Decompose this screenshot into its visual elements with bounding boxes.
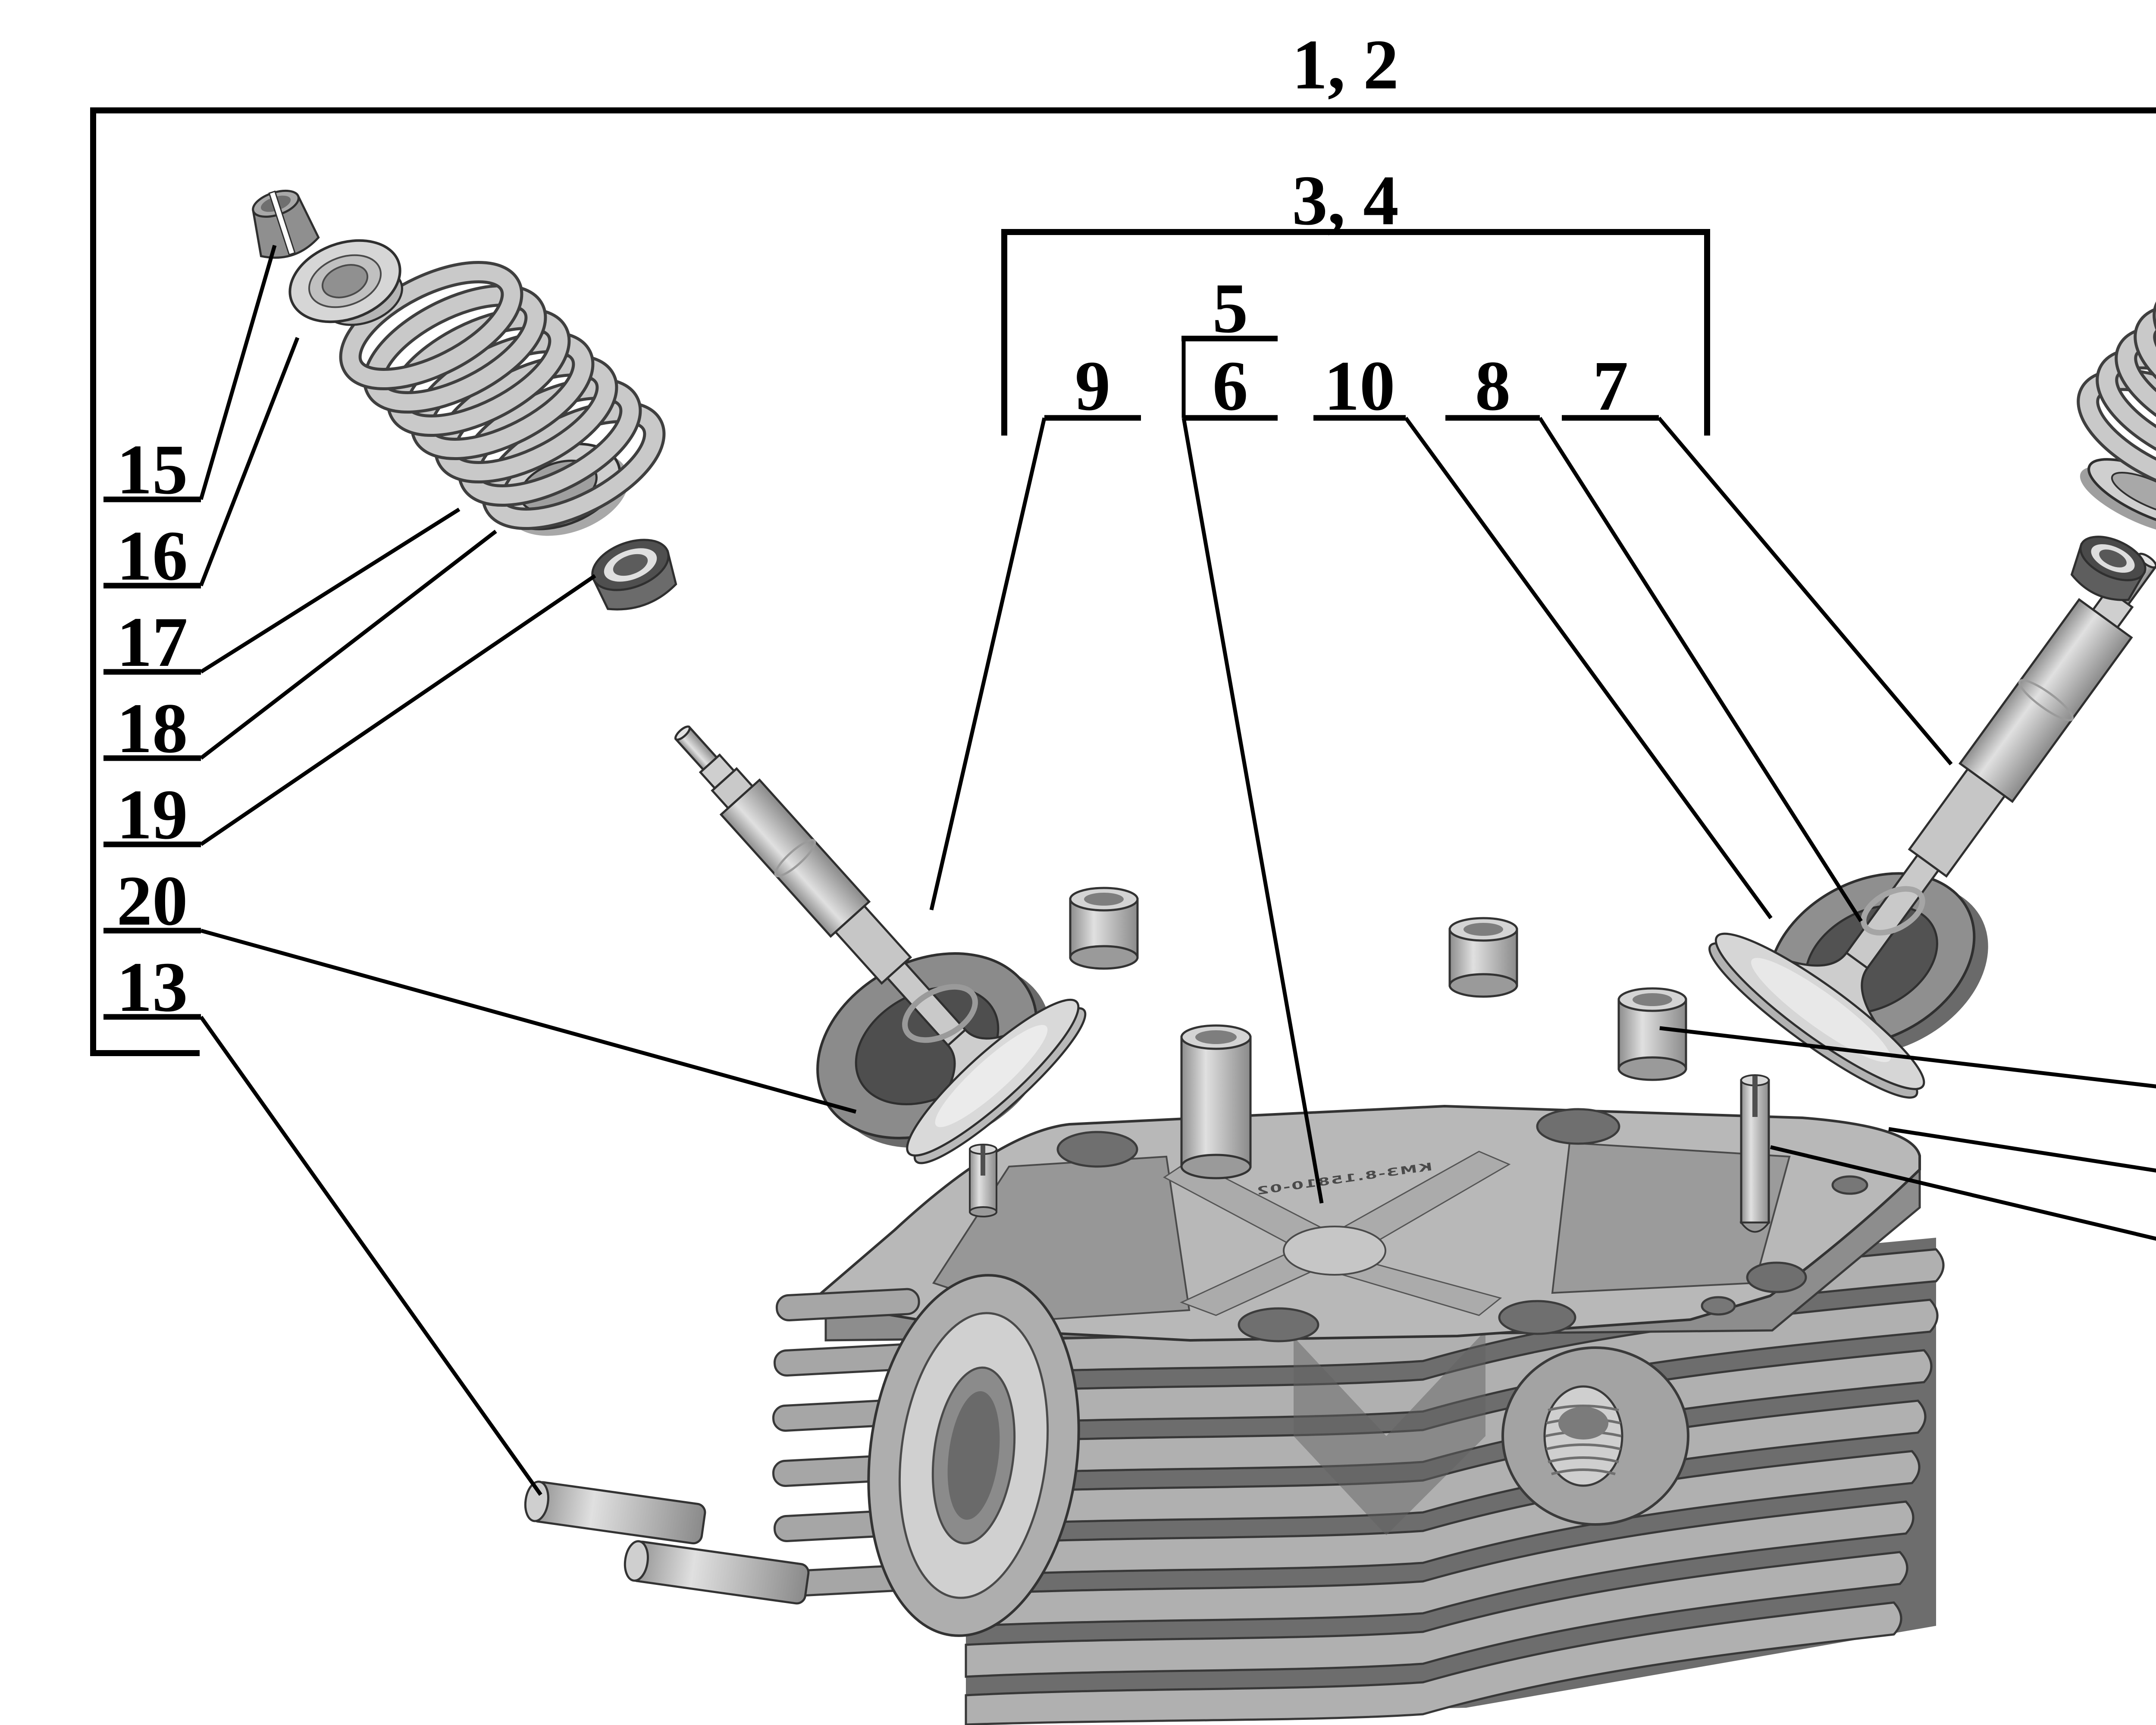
leader-line-15 (199, 245, 277, 500)
fin-valley-notch (1294, 1330, 1485, 1535)
head-stud-1 (524, 1480, 706, 1545)
leader-line-20 (200, 928, 857, 1114)
pin-slot (981, 1145, 985, 1176)
leader-line-6 (1181, 417, 1324, 1204)
slotted-locating-pin (1739, 1074, 1771, 1233)
leader-line-18 (200, 530, 497, 760)
callout-label-20: 20 (117, 861, 188, 940)
callout-label-6: 6 (1213, 346, 1248, 425)
valve-guide-bushing-11 (1617, 987, 1687, 1081)
bore-shadow (1558, 1407, 1608, 1440)
spring-retainer-cap (288, 239, 403, 326)
fin-8 (965, 1601, 1902, 1725)
callout-label-13: 13 (117, 947, 188, 1026)
callout-label-9: 9 (1075, 346, 1111, 425)
bracket-1-2 (90, 107, 2156, 1056)
leader-line-9 (929, 417, 1047, 911)
callout-label-18: 18 (117, 689, 188, 768)
spring-seat-washer-right (2080, 458, 2156, 536)
leader-line-8 (1538, 417, 1863, 922)
cooling-fins (965, 1248, 1945, 1725)
leader-line-16 (199, 337, 300, 586)
leader-line-11 (1659, 1026, 2156, 1088)
callout-label-15: 15 (117, 430, 188, 509)
spark-plug-boss (1501, 1346, 1689, 1526)
callout-layer: 1, 23, 4569108715161718192013111214 (90, 25, 2156, 1496)
leader-line-13 (199, 1016, 542, 1496)
valve-stem-seal-right (2070, 536, 2147, 601)
callout-label-5: 5 (1213, 269, 1248, 348)
collet-slot (268, 190, 296, 256)
leader-line-14 (1770, 1145, 2156, 1241)
leader-line-7 (1657, 417, 1953, 765)
valve-guide-bushing-a (1069, 887, 1139, 970)
pin-slot (1752, 1076, 1758, 1117)
valve-collet (252, 189, 320, 259)
intake-port-flange (867, 1274, 1080, 1637)
intake-valve (674, 725, 1087, 1164)
bracket-3-4 (1001, 229, 1710, 436)
valve-stem-seal (591, 539, 677, 611)
fin-7 (965, 1551, 1908, 1678)
head-stud-2 (624, 1540, 810, 1605)
callout-label-8: 8 (1475, 346, 1511, 425)
valve-guide-bushing-c (1448, 917, 1518, 998)
leader-line-12 (1888, 1127, 2156, 1173)
valve-guide-bushing-b (1180, 1024, 1252, 1179)
valve-stem-thin-washer (1861, 886, 1925, 936)
callout-label-1-2: 1, 2 (1292, 25, 1399, 104)
callout-label-17: 17 (117, 602, 188, 681)
callout-label-3-4: 3, 4 (1292, 161, 1399, 240)
deck-slotted-pin (969, 1144, 997, 1217)
deck-center-boss (1283, 1226, 1386, 1276)
exhaust-valve (1708, 552, 2156, 1099)
fin-6 (965, 1500, 1915, 1628)
valve-spring (339, 260, 666, 530)
intake-stem-thin-ring (902, 984, 978, 1043)
callout-label-19: 19 (117, 775, 188, 854)
fin-5 (965, 1450, 1921, 1577)
valve-spring-right (2077, 282, 2156, 499)
leader-line-17 (200, 508, 461, 674)
callout-label-7: 7 (1593, 346, 1629, 425)
leader-line-19 (200, 574, 596, 846)
callout-label-10: 10 (1324, 346, 1395, 425)
callout-label-16: 16 (117, 516, 188, 595)
cylinder-head-body: КМЗ-8.15810-02 (772, 1104, 1945, 1725)
leader-line-10 (1404, 417, 1773, 919)
